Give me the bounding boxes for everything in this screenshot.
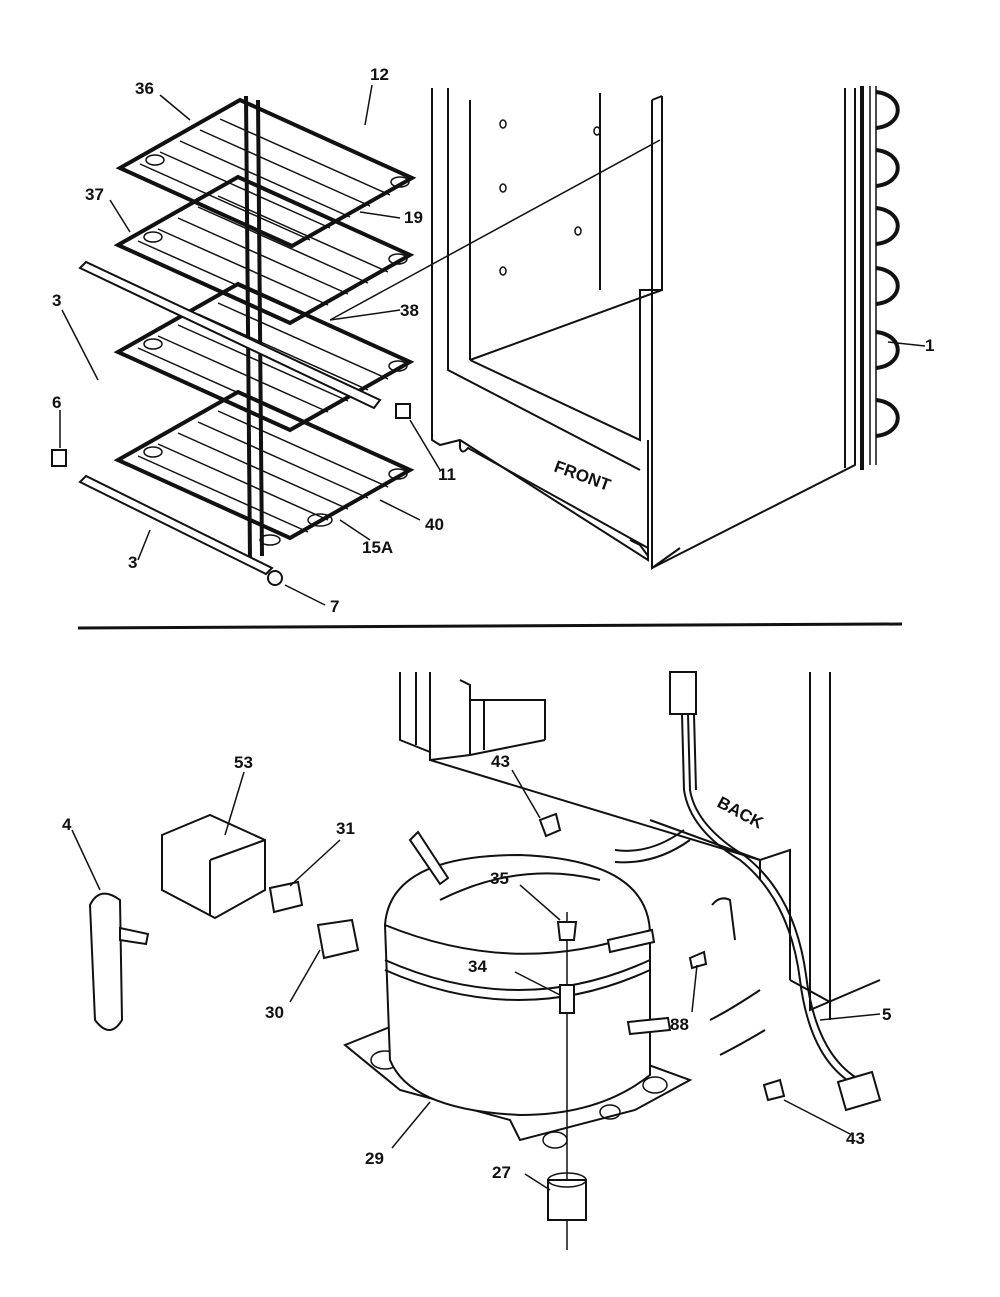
section-divider: [77, 622, 903, 630]
evaporator-shelves: [113, 95, 417, 561]
label-5: 5: [882, 1005, 891, 1024]
label-15a: 15A: [362, 538, 393, 557]
label-35: 35: [490, 869, 509, 888]
back-label: BACK: [714, 793, 767, 833]
label-38: 38: [400, 301, 419, 320]
shelf-1: [115, 97, 417, 249]
label-43-upper: 43: [491, 752, 510, 771]
label-1: 1: [925, 336, 934, 355]
clip-11: [395, 403, 411, 419]
mount-stack: [547, 912, 587, 1250]
label-88: 88: [670, 1015, 689, 1034]
relay-overload: [161, 813, 360, 960]
shelf-rail-lower: [78, 474, 274, 576]
clip-43-upper: [538, 812, 562, 838]
clip-43-lower: [762, 1078, 786, 1102]
screw-88: [688, 950, 708, 970]
condenser-coil: [860, 86, 926, 470]
clip-6: [51, 449, 67, 467]
clip-7: [267, 570, 283, 586]
label-4: 4: [62, 815, 72, 834]
label-19: 19: [404, 208, 423, 227]
cabinet-shell: FRONT: [329, 88, 856, 570]
shelf-3: [113, 281, 415, 433]
label-43-lower: 43: [846, 1129, 865, 1148]
label-6: 6: [52, 393, 61, 412]
front-label: FRONT: [552, 457, 614, 495]
label-3-lower: 3: [128, 553, 137, 572]
label-31: 31: [336, 819, 355, 838]
top-section: FRONT: [51, 65, 934, 616]
start-capacitor: [88, 892, 150, 1031]
label-29: 29: [365, 1149, 384, 1168]
label-40: 40: [425, 515, 444, 534]
label-3-upper: 3: [52, 291, 61, 310]
label-37: 37: [85, 185, 104, 204]
label-34: 34: [468, 957, 487, 976]
bottom-section: BACK: [62, 671, 891, 1250]
compressor: [343, 830, 693, 1149]
top-leaders: [59, 84, 441, 606]
shelf-rail-upper: [78, 260, 382, 410]
label-12: 12: [370, 65, 389, 84]
bottom-leaders: [71, 769, 851, 1191]
power-cord: [614, 671, 882, 1112]
label-27: 27: [492, 1163, 511, 1182]
label-30: 30: [265, 1003, 284, 1022]
label-7: 7: [330, 597, 339, 616]
label-53: 53: [234, 753, 253, 772]
label-11: 11: [438, 465, 456, 484]
label-36: 36: [135, 79, 154, 98]
